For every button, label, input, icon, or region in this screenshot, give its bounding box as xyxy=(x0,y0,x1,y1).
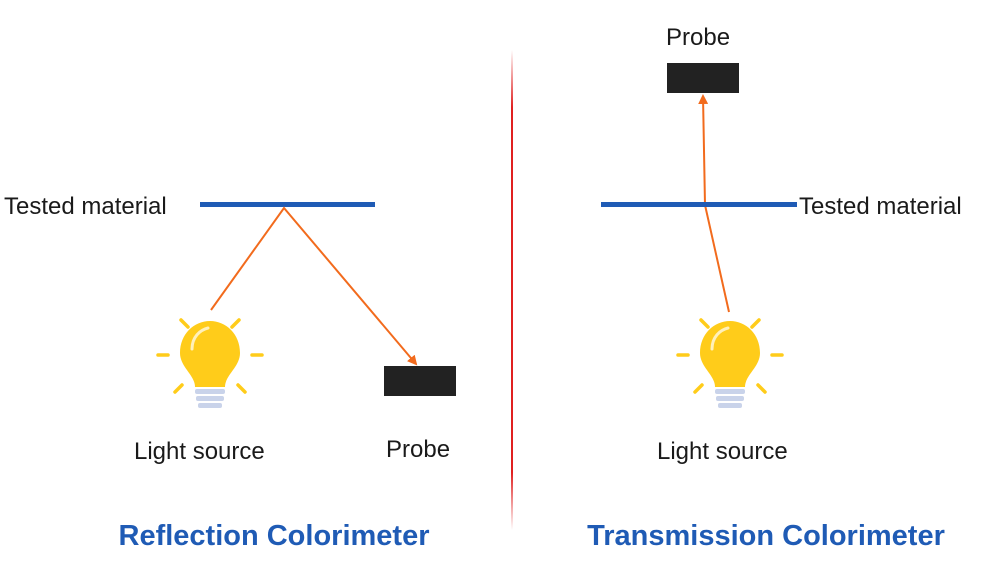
reflection-light-bulb-icon xyxy=(156,318,264,410)
reflection-probe-label: Probe xyxy=(386,436,450,463)
transmission-light-bulb-icon xyxy=(676,318,784,410)
transmission-material-label: Tested material xyxy=(799,193,962,220)
transmission-probe-label: Probe xyxy=(666,24,730,51)
center-divider xyxy=(511,50,513,530)
transmission-title: Transmission Colorimeter xyxy=(587,520,945,552)
reflection-probe xyxy=(384,366,456,396)
reflection-light-label: Light source xyxy=(134,438,265,465)
reflection-title: Reflection Colorimeter xyxy=(119,520,430,552)
transmission-light-label: Light source xyxy=(657,438,788,465)
transmission-probe xyxy=(667,63,739,93)
reflection-material-label: Tested material xyxy=(4,193,167,220)
reflection-light-ray xyxy=(210,206,418,366)
transmission-panel: Probe Tested material Light source Trans… xyxy=(587,24,962,552)
reflection-panel: Tested material Light source Probe Refle… xyxy=(4,193,456,552)
